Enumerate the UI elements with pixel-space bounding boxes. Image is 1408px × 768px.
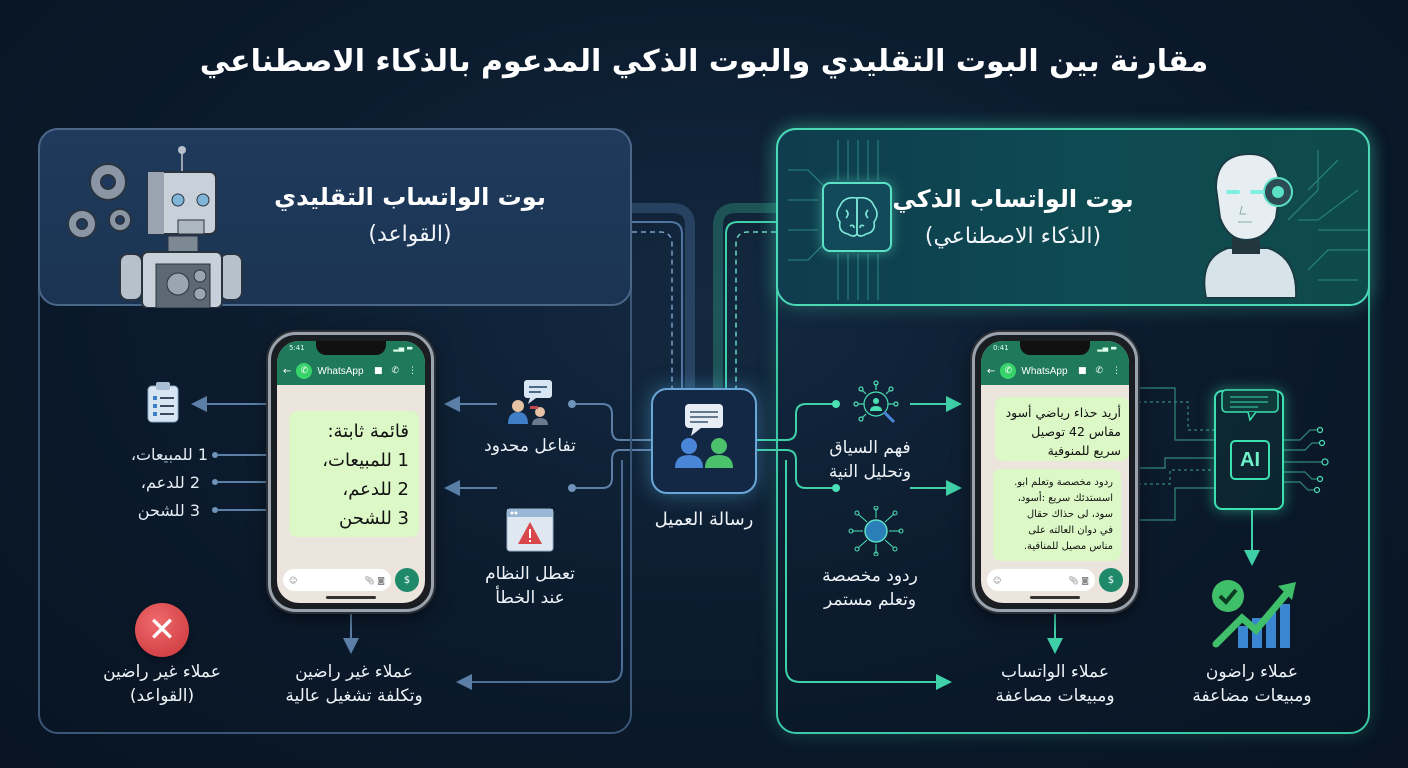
whatsapp-logo-icon: ✆ xyxy=(1000,363,1017,379)
app-name: WhatsApp xyxy=(317,365,364,377)
whatsapp-header-bar: 5:41 ▂▄ ▬ ← ✆ WhatsApp ■ ✆ ⋮ xyxy=(277,341,425,385)
signal-battery-icon: ▂▄ ▬ xyxy=(393,344,413,352)
customer-message-icon xyxy=(675,404,733,468)
circuit-pattern xyxy=(788,140,1368,300)
signal-battery-icon: ▂▄ ▬ xyxy=(1097,344,1117,352)
personalized-replies-line1: ردود مخصصة xyxy=(822,566,918,586)
rules-label: (القواعد) xyxy=(129,686,195,706)
menu-item-sales: 1 للمبيعات، xyxy=(130,445,208,464)
user-message: أريد حذاء رياضي أسود مقاس 42 توصيل سريع … xyxy=(995,397,1129,461)
satisfied-customers-line1: عملاء راضون xyxy=(1205,662,1299,682)
context-analysis-line2: وتحليل النية xyxy=(828,462,912,482)
fixed-menu-message: قائمة ثابتة: 1 للمبيعات، 2 للدعم، 3 للشح… xyxy=(289,411,419,537)
message-line: في دوان العالته على xyxy=(1028,525,1113,536)
growth-chart-check-icon xyxy=(1212,580,1296,648)
dissatisfied-customers-label: عملاء غير راضين xyxy=(103,662,221,682)
message-line: اسستدئك سريع :أسود، xyxy=(1017,493,1113,504)
customer-message-label: رسالة العميل xyxy=(654,509,754,530)
back-arrow-icon[interactable]: ← xyxy=(283,365,292,377)
page-title: مقارنة بين البوت التقليدي والبوت الذكي ا… xyxy=(199,44,1209,79)
emoji-icon[interactable]: ☺ xyxy=(289,575,298,585)
menu-item-shipping: 3 للشحن xyxy=(137,501,200,520)
phone-call-icon[interactable]: ✆ xyxy=(391,366,399,376)
ai-bot-header: بوت الواتساب الذكي (الذكاء الاصطناعي) xyxy=(776,128,1370,306)
neural-network-icon xyxy=(848,506,904,556)
people-chat-icon xyxy=(508,380,552,425)
message-line: 3 للشحن xyxy=(339,508,409,529)
ai-phone-mockup: 0:41 ▂▄ ▬ ← ✆ WhatsApp ■ ✆ ⋮ أريد حذاء ر… xyxy=(972,332,1138,612)
emoji-icon[interactable]: ☺ xyxy=(993,575,1002,585)
error-window-icon xyxy=(506,508,554,552)
whatsapp-customers-line1: عملاء الواتساب xyxy=(1000,662,1109,682)
whatsapp-header-bar: 0:41 ▂▄ ▬ ← ✆ WhatsApp ■ ✆ ⋮ xyxy=(981,341,1129,385)
dissatisfied-high-cost-line1: عملاء غير راضين xyxy=(295,662,413,682)
satisfied-customers-line2: ومبيعات مضاعفة xyxy=(1192,686,1312,706)
message-line: سريع للمنوفية xyxy=(1047,443,1121,458)
more-options-icon[interactable]: ⋮ xyxy=(1112,366,1121,376)
customer-message-node xyxy=(651,388,757,494)
traditional-header-subtitle: (القواعد) xyxy=(368,222,452,247)
message-line: 2 للدعم، xyxy=(342,479,409,500)
message-input[interactable]: ☺ 📎︎ ◙ xyxy=(987,569,1095,591)
phone-time: 5:41 xyxy=(289,344,305,352)
personalized-replies-line2: وتعلم مستمر xyxy=(823,590,917,610)
attach-icon[interactable]: 📎︎ xyxy=(1068,575,1079,585)
back-arrow-icon[interactable]: ← xyxy=(987,365,996,377)
ai-header-subtitle: (الذكاء الاصطناعي) xyxy=(924,224,1102,249)
ai-header-title: بوت الواتساب الذكي xyxy=(892,185,1134,213)
system-error-label-line1: تعطل النظام xyxy=(485,564,575,584)
message-line: مقاس 42 توصيل xyxy=(1031,424,1121,439)
context-analysis-line1: فهم السياق xyxy=(829,438,911,458)
camera-icon[interactable]: ◙ xyxy=(377,575,385,585)
attach-icon[interactable]: 📎︎ xyxy=(364,575,375,585)
limited-interaction-label: تفاعل محدود xyxy=(484,436,576,456)
clipboard-list-icon xyxy=(147,382,179,423)
traditional-phone-mockup: 5:41 ▂▄ ▬ ← ✆ WhatsApp ■ ✆ ⋮ قائمة ثابتة… xyxy=(268,332,434,612)
magnifier-person-icon xyxy=(853,380,899,424)
red-x-icon: ✕ xyxy=(135,603,189,657)
phone-call-icon[interactable]: ✆ xyxy=(1095,366,1103,376)
message-line: 1 للمبيعات، xyxy=(322,450,409,471)
message-line: مناس مصيل للمنافية. xyxy=(1023,541,1113,552)
ai-speech-bubble-icon xyxy=(1221,389,1279,422)
menu-item-support: 2 للدعم، xyxy=(140,473,200,492)
whatsapp-customers-line2: ومبيعات مصاعفة xyxy=(995,686,1115,706)
robot-with-gears-icon xyxy=(67,146,243,308)
message-line: سود، لى حذاك حقال xyxy=(1026,509,1113,520)
mic-send-button[interactable]: $ xyxy=(395,568,419,592)
whatsapp-logo-icon: ✆ xyxy=(296,363,313,379)
message-line: قائمة ثابتة: xyxy=(327,421,409,442)
video-call-icon[interactable]: ■ xyxy=(1077,366,1087,376)
dissatisfied-high-cost-line2: وتكلفة تشغيل عالية xyxy=(285,686,423,706)
video-call-icon[interactable]: ■ xyxy=(373,366,383,376)
more-options-icon[interactable]: ⋮ xyxy=(408,366,417,376)
camera-icon[interactable]: ◙ xyxy=(1081,575,1089,585)
message-line: أريد حذاء رياضي أسود xyxy=(1005,405,1121,420)
phone-time: 0:41 xyxy=(993,344,1009,352)
mic-send-button[interactable]: $ xyxy=(1099,568,1123,592)
traditional-header-title: بوت الواتساب التقليدي xyxy=(274,183,546,211)
app-name: WhatsApp xyxy=(1021,365,1068,377)
message-input[interactable]: ☺ 📎︎ ◙ xyxy=(283,569,391,591)
humanoid-robot-icon xyxy=(1203,152,1298,299)
ai-chip-icon: AI xyxy=(1230,440,1270,480)
traditional-bot-header: بوت الواتساب التقليدي (القواعد) xyxy=(38,128,632,308)
brain-chip-icon xyxy=(822,182,892,252)
ai-chip-card: AI xyxy=(1214,389,1284,510)
bot-reply-message: ردود مخصصة وتعلم ابو. اسستدئك سريع :أسود… xyxy=(993,469,1121,561)
message-line: ردود مخصصة وتعلم ابو. xyxy=(1014,477,1113,488)
system-error-label-line2: عند الخطأ xyxy=(495,588,565,608)
